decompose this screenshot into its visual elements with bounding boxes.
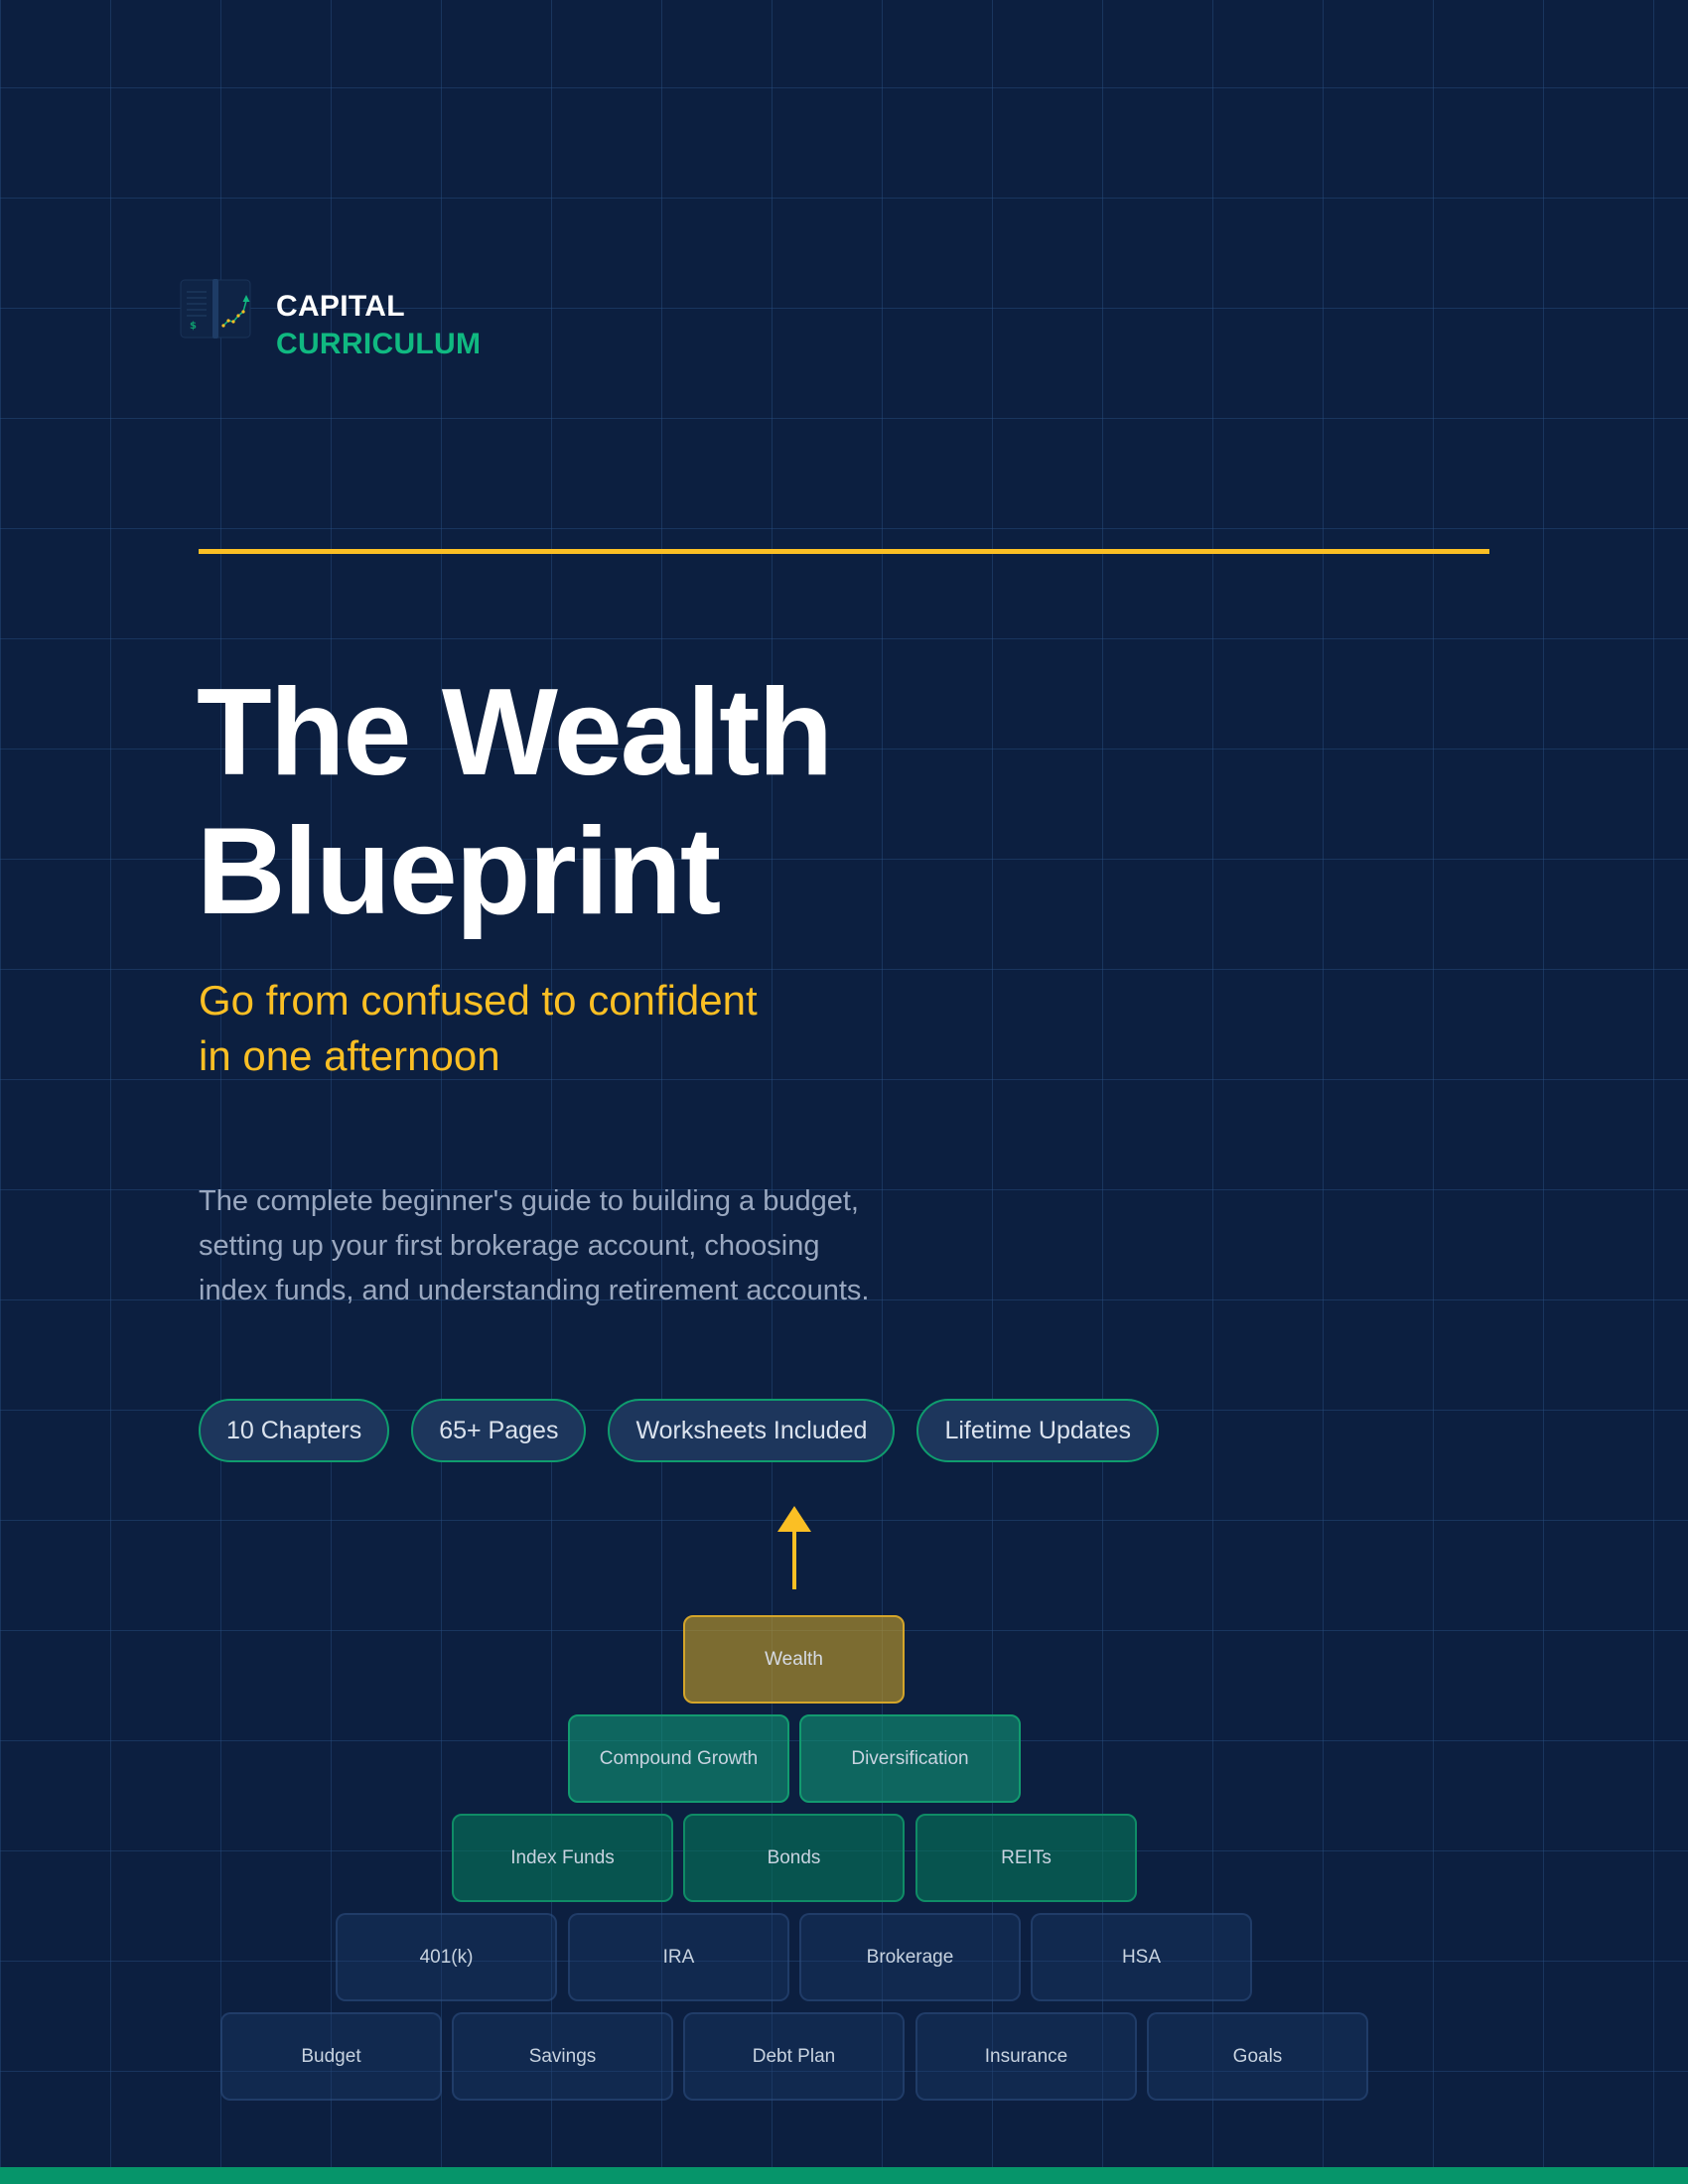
brand-name-line1: CAPITAL xyxy=(276,290,405,323)
pyramid-block-goals[interactable]: Goals xyxy=(1147,2012,1368,2101)
brand-wordmark: CAPITAL CURRICULUM xyxy=(276,288,481,363)
page-title: The Wealth Blueprint xyxy=(197,663,1289,941)
gold-divider xyxy=(199,549,1489,554)
pyramid-block-debt-plan[interactable]: Debt Plan xyxy=(683,2012,905,2101)
pyramid-block-diversification[interactable]: Diversification xyxy=(799,1714,1021,1803)
subtitle-line2: in one afternoon xyxy=(199,1032,500,1079)
feature-pills: 10 Chapters 65+ Pages Worksheets Include… xyxy=(199,1399,1160,1462)
pill-updates[interactable]: Lifetime Updates xyxy=(916,1399,1160,1462)
book-chart-icon: $ xyxy=(180,279,251,339)
pyramid-block-401k[interactable]: 401(k) xyxy=(336,1913,557,2001)
pill-worksheets[interactable]: Worksheets Included xyxy=(608,1399,896,1462)
pyramid-block-hsa[interactable]: HSA xyxy=(1031,1913,1252,2001)
pyramid-block-reits[interactable]: REITs xyxy=(915,1814,1137,1902)
description-line2: setting up your first brokerage account,… xyxy=(199,1230,820,1262)
arrow-up-icon xyxy=(776,1504,812,1589)
description-line3: index funds, and understanding retiremen… xyxy=(199,1275,870,1306)
description-line1: The complete beginner's guide to buildin… xyxy=(199,1185,859,1217)
pyramid-block-savings[interactable]: Savings xyxy=(452,2012,673,2101)
logo-icon: $ xyxy=(180,279,251,339)
pyramid-block-ira[interactable]: IRA xyxy=(568,1913,789,2001)
title-line2: Blueprint xyxy=(197,803,721,940)
pyramid-block-insurance[interactable]: Insurance xyxy=(915,2012,1137,2101)
pill-chapters[interactable]: 10 Chapters xyxy=(199,1399,390,1462)
pyramid-block-brokerage[interactable]: Brokerage xyxy=(799,1913,1021,2001)
svg-text:$: $ xyxy=(190,321,197,332)
subtitle-line1: Go from confused to confident xyxy=(199,977,758,1024)
bottom-accent-bar xyxy=(0,2167,1688,2184)
subtitle: Go from confused to confident in one aft… xyxy=(199,973,1092,1084)
pyramid-block-wealth[interactable]: Wealth xyxy=(683,1615,905,1704)
pyramid-block-budget[interactable]: Budget xyxy=(220,2012,442,2101)
description: The complete beginner's guide to buildin… xyxy=(199,1179,1092,1313)
pyramid-block-compound-growth[interactable]: Compound Growth xyxy=(568,1714,789,1803)
pyramid-block-bonds[interactable]: Bonds xyxy=(683,1814,905,1902)
title-line1: The Wealth xyxy=(197,664,833,801)
pyramid-block-index-funds[interactable]: Index Funds xyxy=(452,1814,673,1902)
pill-pages[interactable]: 65+ Pages xyxy=(411,1399,587,1462)
brand-name-line2: CURRICULUM xyxy=(276,328,482,360)
